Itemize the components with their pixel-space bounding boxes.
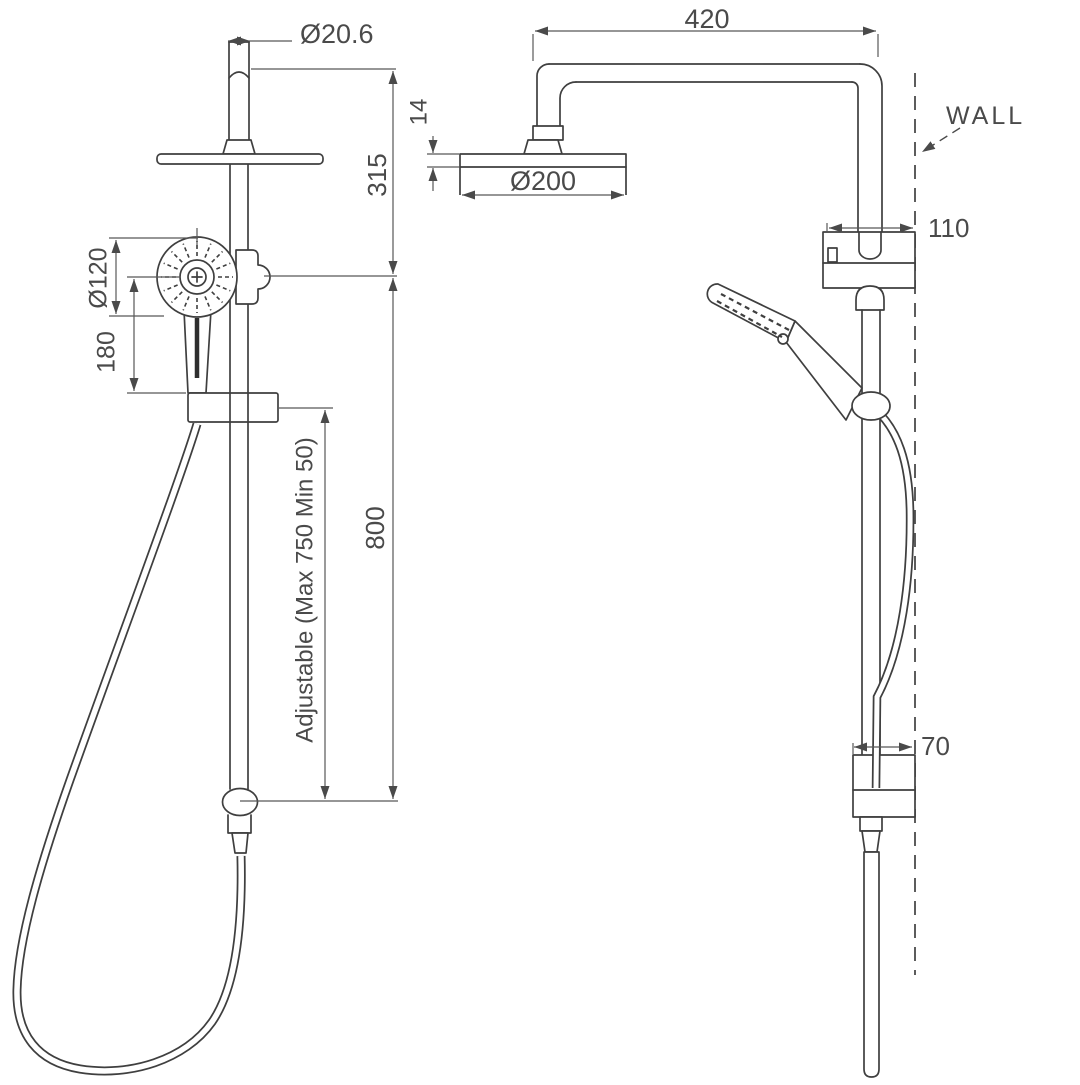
label-pipe-diameter: Ø20.6 [300, 19, 374, 49]
front-top-pipe [228, 41, 250, 141]
front-inlet-elbow [221, 787, 259, 854]
front-holder-knob [235, 249, 271, 305]
label-70: 70 [921, 731, 950, 761]
label-head-thickness: 14 [405, 99, 432, 126]
side-dimensions [427, 26, 961, 754]
side-bottom-bracket [852, 754, 916, 818]
label-head-diameter: Ø200 [510, 166, 576, 196]
side-shower-head [459, 153, 627, 200]
label-wall: WALL [946, 102, 1025, 130]
front-hose [12, 422, 246, 1076]
label-adjustable: Adjustable (Max 750 Min 50) [291, 437, 318, 742]
label-315: 315 [362, 153, 392, 196]
side-handshower [706, 283, 863, 421]
side-arm [523, 63, 883, 234]
front-handshower-face [156, 228, 238, 318]
front-handshower-handle [183, 309, 212, 394]
label-arm-reach: 420 [684, 4, 729, 34]
front-dimensions [109, 36, 398, 802]
front-shower-head [156, 139, 324, 165]
side-hose-end [859, 816, 883, 1078]
label-handshower-diameter: Ø120 [85, 247, 113, 308]
front-view: Ø20.6 315 800 Adjustable (Max 750 Min 50… [12, 19, 398, 1076]
side-rail [861, 309, 881, 756]
side-hose [871, 406, 915, 789]
front-slider-bracket [187, 392, 279, 423]
side-view: 420 14 Ø200 WALL 110 70 [405, 4, 1025, 1078]
label-800: 800 [360, 506, 390, 549]
label-180: 180 [93, 331, 121, 373]
side-top-bracket [822, 231, 916, 311]
label-110: 110 [928, 213, 969, 243]
side-slider-knob [851, 391, 891, 421]
